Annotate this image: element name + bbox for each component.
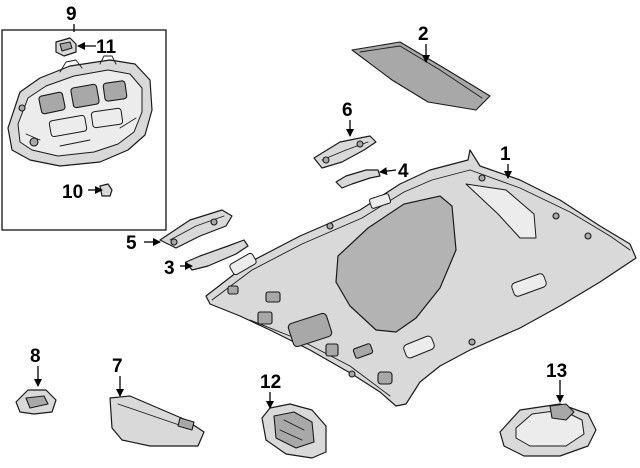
callout-11: 11 bbox=[96, 37, 117, 58]
callout-4: 4 bbox=[398, 161, 409, 182]
part-5-bracket bbox=[159, 209, 233, 249]
callout-6: 6 bbox=[342, 100, 353, 121]
part-7-sun-visor bbox=[109, 395, 205, 447]
callout-8: 8 bbox=[30, 346, 41, 367]
callout-12: 12 bbox=[260, 372, 281, 393]
part-4-grab-handle bbox=[335, 169, 381, 189]
part-10-clip bbox=[99, 183, 113, 197]
callout-3: 3 bbox=[164, 258, 175, 279]
callout-7: 7 bbox=[112, 356, 123, 377]
part-12-map-lamp bbox=[261, 403, 327, 459]
part-13-dome-lamp bbox=[499, 403, 597, 457]
headliner bbox=[205, 149, 637, 407]
part-6-bracket bbox=[313, 135, 377, 169]
overhead-console bbox=[7, 55, 153, 167]
part-8-lamp bbox=[15, 389, 57, 415]
part-3-grab-handle bbox=[185, 239, 249, 271]
sunroof-opening bbox=[335, 195, 457, 333]
callout-2: 2 bbox=[418, 24, 429, 45]
callout-1: 1 bbox=[500, 144, 511, 165]
part-11-switch bbox=[55, 37, 77, 57]
callout-5: 5 bbox=[126, 233, 137, 254]
part-2-panel bbox=[351, 41, 491, 111]
callout-13: 13 bbox=[546, 361, 567, 382]
callout-9: 9 bbox=[66, 4, 77, 25]
callout-10: 10 bbox=[62, 182, 83, 203]
console-inset-frame bbox=[1, 29, 167, 231]
